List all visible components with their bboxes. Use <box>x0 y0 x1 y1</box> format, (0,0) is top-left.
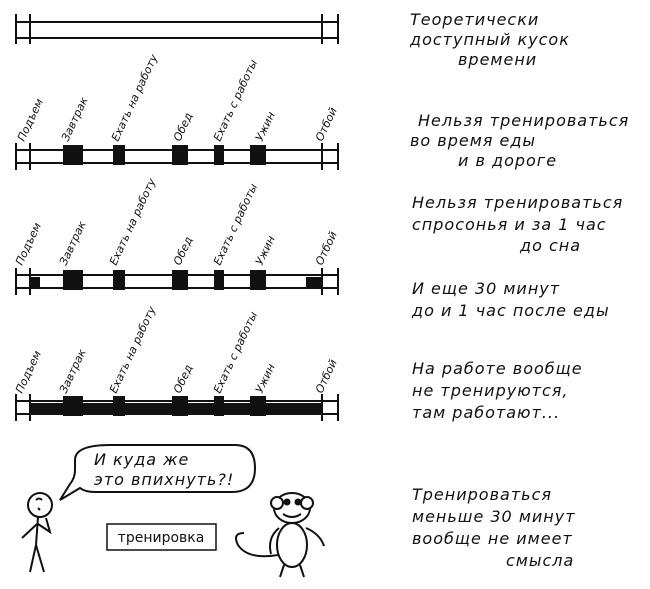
note-work: На работе вообще не тренируются, там раб… <box>412 359 589 422</box>
block-lunch <box>172 270 188 290</box>
block-dinner <box>250 270 266 290</box>
speech-bubble: И куда же это впихнуть?! <box>59 444 257 501</box>
label-lunch: Обед <box>171 235 195 268</box>
block-dinner <box>250 396 266 416</box>
workout-box: тренировка <box>106 523 217 551</box>
block-lunch <box>172 396 188 416</box>
label-wake: Подъем <box>13 349 44 396</box>
block-commute-to <box>113 270 125 290</box>
label-sleep: Отбой <box>313 229 340 267</box>
block-commute-back <box>214 270 224 290</box>
stick-figure <box>21 492 53 573</box>
label-commute-to: Ехать на работу <box>107 176 159 267</box>
timeline-work <box>15 394 339 421</box>
block-commute-to <box>113 396 125 416</box>
block-breakfast <box>63 270 83 290</box>
note-digest: И еще 30 минут до и 1 час после еды <box>411 279 610 320</box>
label-commute-back: Ехать с работы <box>211 57 260 143</box>
speech-text: И куда же это впихнуть?! <box>94 450 234 489</box>
label-dinner: Ужин <box>253 110 278 144</box>
label-lunch: Обед <box>171 363 195 396</box>
label-breakfast: Завтрак <box>59 95 91 143</box>
labels-row-sleep: Подъем Завтрак Ехать на работу Обед Ехат… <box>13 176 340 267</box>
label-sleep: Отбой <box>313 357 340 395</box>
label-dinner: Ужин <box>253 362 278 396</box>
block-wake <box>30 277 40 287</box>
label-commute-back: Ехать с работы <box>211 181 260 267</box>
label-commute-to: Ехать на работу <box>109 52 161 143</box>
timeline-sleep <box>15 268 339 295</box>
block-commute-back <box>214 396 224 416</box>
labels-row-work: Подъем Завтрак Ехать на работу Обед Ехат… <box>13 304 340 395</box>
note-sleep: Нельзя тренироваться спросонья и за 1 ча… <box>412 193 629 255</box>
note-final: Тренироваться меньше 30 минут вообще не … <box>412 485 582 570</box>
timeline-available <box>15 14 339 44</box>
label-sleep: Отбой <box>313 105 340 143</box>
block-breakfast <box>63 145 83 165</box>
block-commute-to <box>113 145 125 165</box>
label-commute-to: Ехать на работу <box>107 304 159 395</box>
labels-row-meals: Подъем Завтрак Ехать на работу Обед Ехат… <box>15 52 340 143</box>
label-breakfast: Завтрак <box>57 219 89 267</box>
label-breakfast: Завтрак <box>57 347 89 395</box>
block-lunch <box>172 145 188 165</box>
block-sleep <box>306 277 322 287</box>
note-available: Теоретически доступный кусок времени <box>409 10 576 69</box>
block-dinner <box>250 145 266 165</box>
label-lunch: Обед <box>171 111 195 144</box>
timeline-meals <box>15 143 339 170</box>
note-meals: Нельзя тренироваться во время еды и в до… <box>410 111 635 170</box>
block-breakfast <box>63 396 83 416</box>
workout-label: тренировка <box>118 530 205 546</box>
label-commute-back: Ехать с работы <box>211 309 260 395</box>
monkey-figure <box>235 492 325 578</box>
block-commute-back <box>214 145 224 165</box>
label-wake: Подъем <box>15 97 46 144</box>
label-dinner: Ужин <box>253 234 278 268</box>
label-wake: Подъем <box>13 221 44 268</box>
